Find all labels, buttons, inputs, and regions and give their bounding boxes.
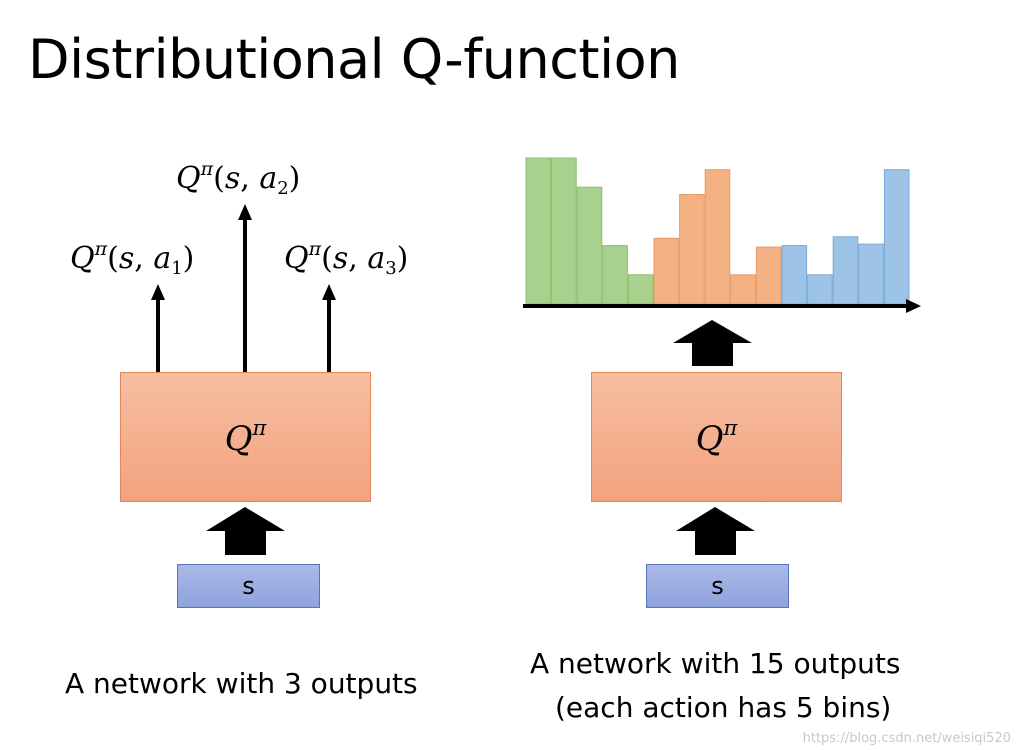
- arrow-a3-head: [322, 284, 336, 300]
- histogram-bar-5: [627, 274, 654, 305]
- histogram-bar-12: [807, 274, 833, 305]
- right-input-block-arrow: [676, 507, 755, 555]
- output-label-a3: Qπ(s, a3): [284, 238, 409, 279]
- histogram-bar-8: [704, 169, 731, 305]
- histogram-bar-4: [602, 245, 628, 305]
- page-title: Distributional Q-function: [28, 28, 680, 91]
- output-histogram: [525, 157, 910, 305]
- left-output-arrows: [151, 204, 336, 372]
- output-label-a1: Qπ(s, a1): [70, 238, 195, 279]
- histogram-bar-9: [730, 274, 756, 305]
- right-caption-line2: (each action has 5 bins): [555, 691, 892, 724]
- histogram-bar-1: [525, 157, 552, 305]
- arrow-a1-head: [151, 284, 165, 300]
- left-input-box: s: [177, 564, 320, 608]
- histogram-bar-11: [781, 245, 808, 305]
- arrow-a2-head: [238, 204, 252, 220]
- histogram-bar-15: [883, 169, 910, 305]
- output-label-a2: Qπ(s, a2): [176, 158, 301, 199]
- histogram-bar-6: [653, 237, 680, 305]
- histogram-bar-3: [576, 186, 603, 305]
- watermark: https://blog.csdn.net/weisiqi520: [802, 731, 1011, 746]
- histogram-axis-arrowhead: [906, 299, 921, 313]
- right-caption-line1: A network with 15 outputs: [530, 647, 901, 680]
- left-input-block-arrow: [206, 507, 285, 555]
- left-network-label: Qπ: [224, 415, 267, 459]
- histogram-bar-13: [832, 236, 859, 305]
- left-caption: A network with 3 outputs: [65, 667, 418, 700]
- right-network-label: Qπ: [695, 415, 738, 459]
- histogram-bar-14: [858, 243, 884, 305]
- right-input-box: s: [646, 564, 789, 608]
- left-network-box: Qπ: [120, 372, 371, 502]
- right-output-block-arrow: [673, 320, 752, 366]
- histogram-bar-2: [551, 157, 577, 305]
- right-network-box: Qπ: [591, 372, 842, 502]
- histogram-bar-10: [755, 246, 782, 305]
- histogram-bar-7: [679, 194, 705, 305]
